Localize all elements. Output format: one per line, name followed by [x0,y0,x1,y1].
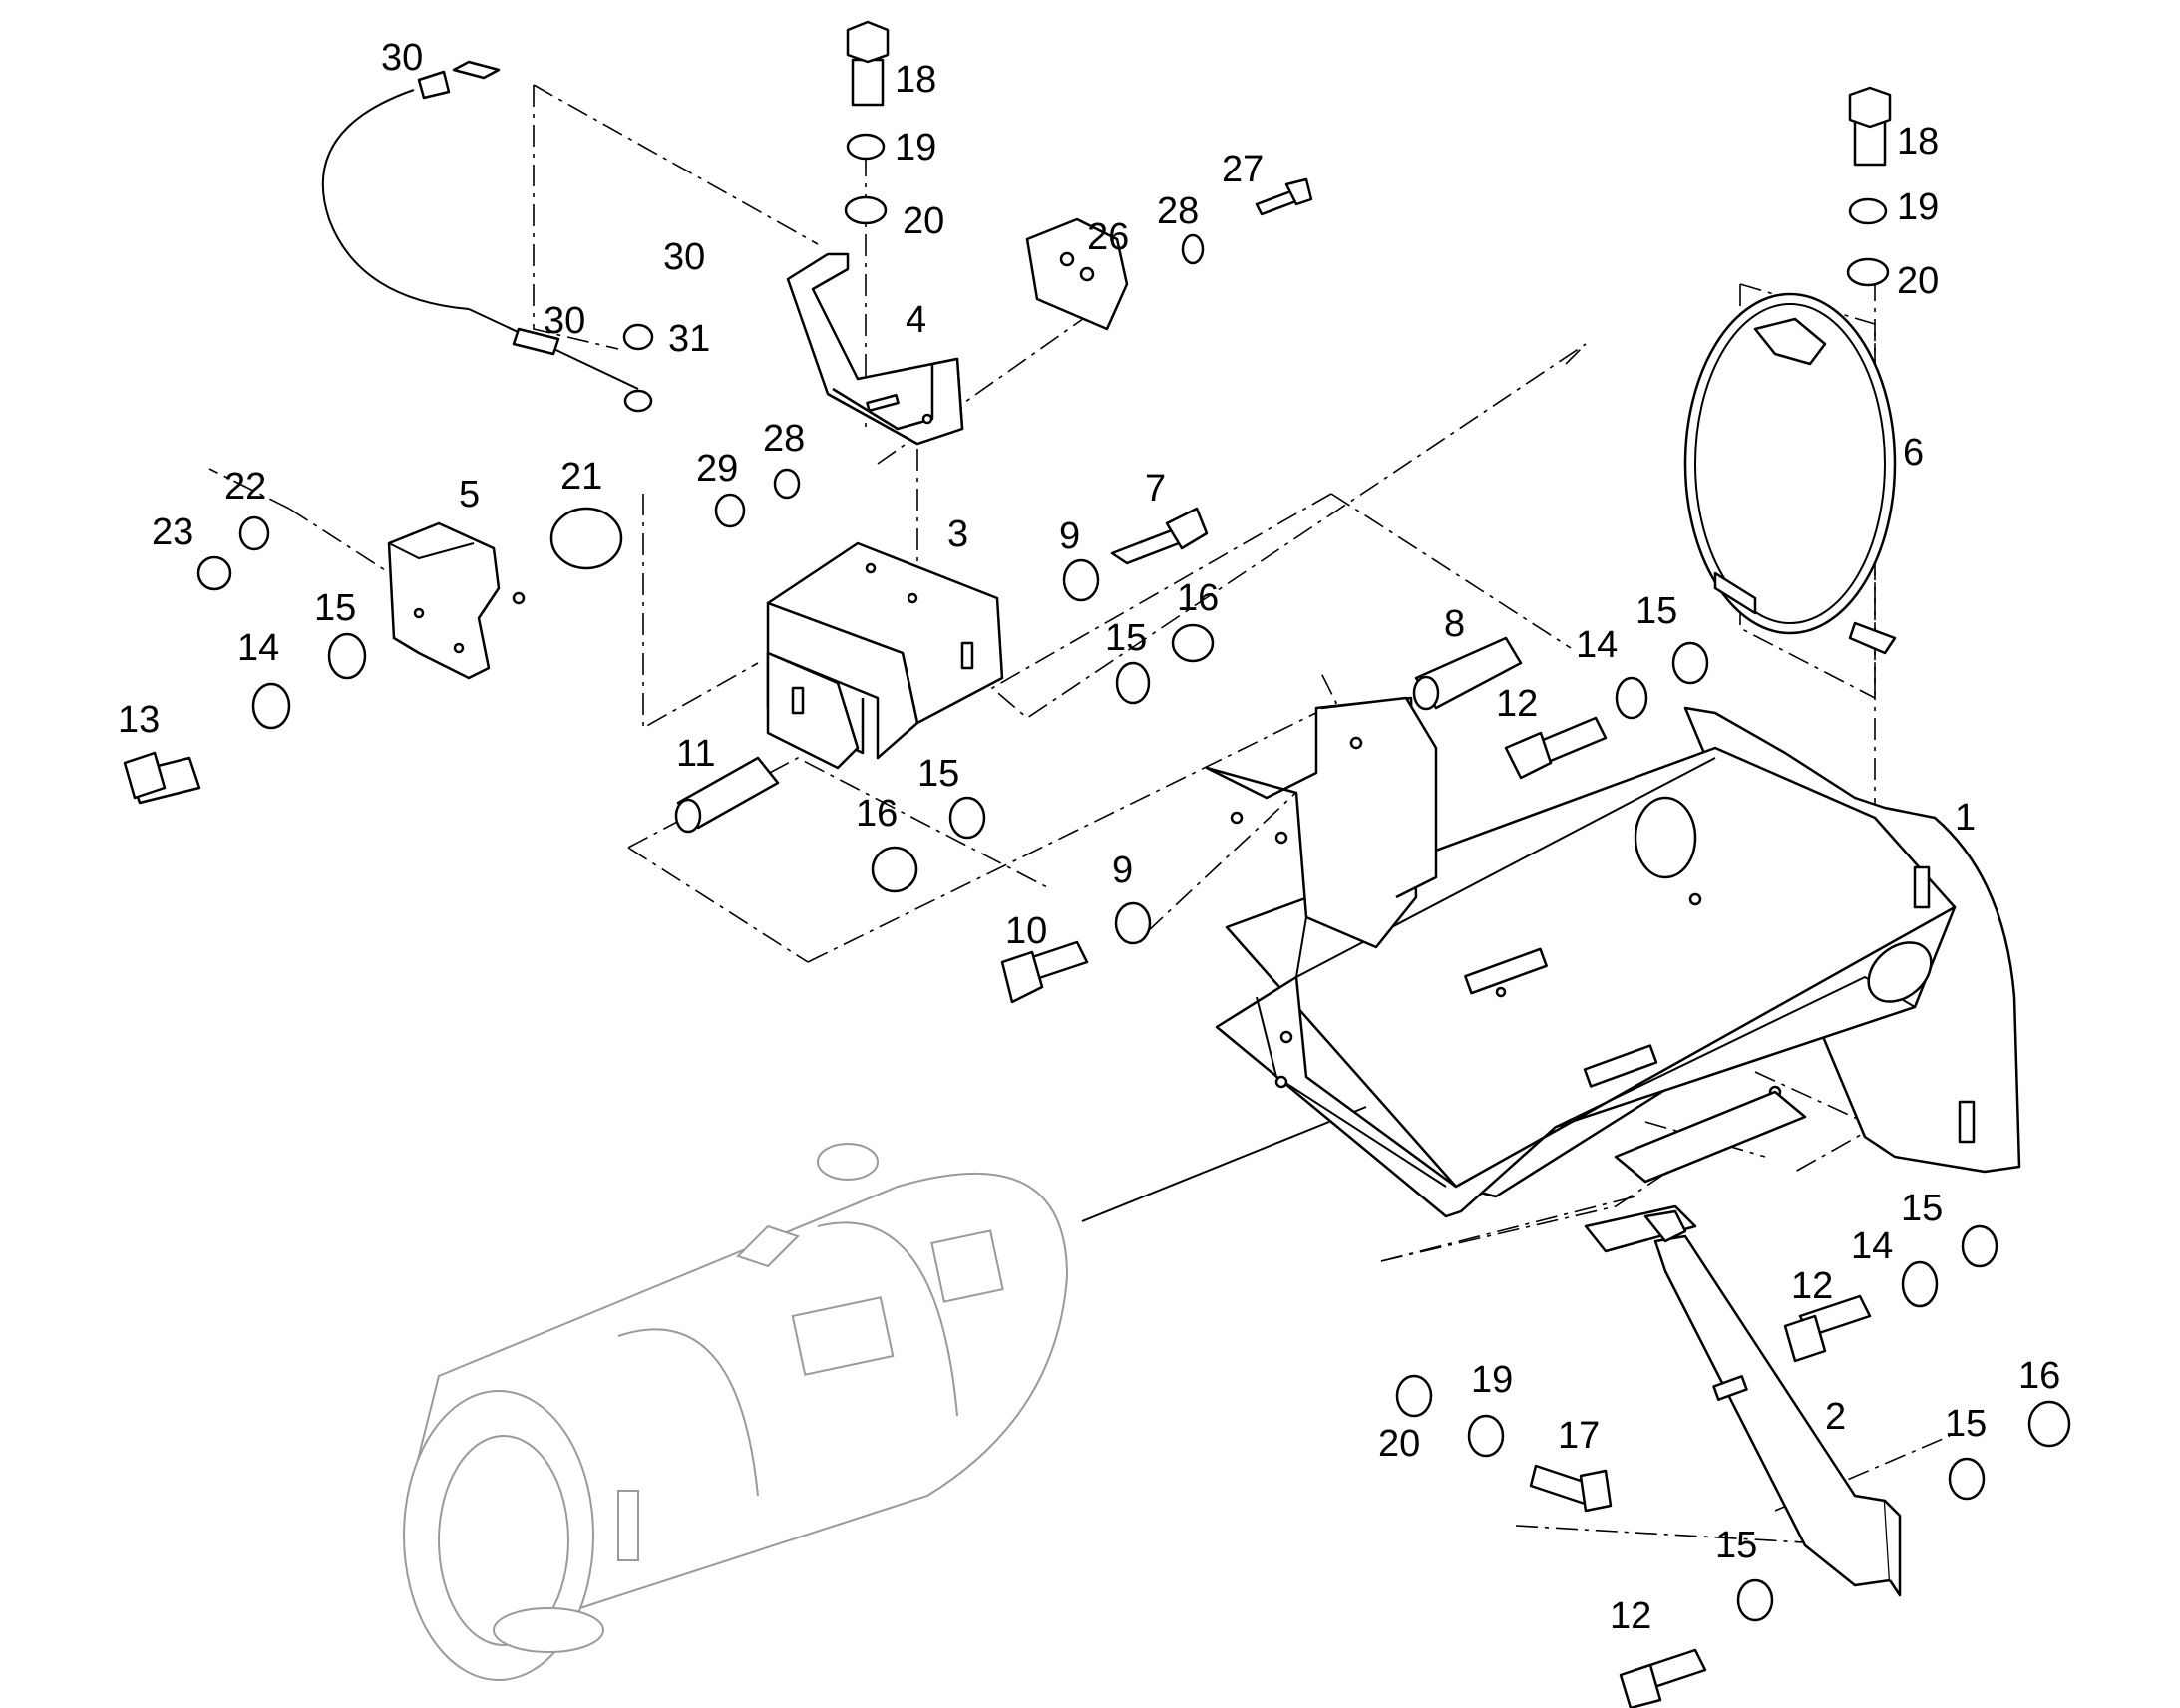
callout-19c: 19 [1471,1359,1513,1401]
callout-30c: 30 [544,300,585,342]
callout-13: 13 [118,699,160,741]
callout-15g: 15 [1715,1525,1757,1566]
callout-11: 11 [676,733,715,775]
callout-16c: 16 [2018,1355,2060,1397]
callout-9a: 9 [1059,515,1080,557]
callout-8: 8 [1444,603,1465,645]
callout-19a: 19 [895,127,936,169]
callout-19b: 19 [1897,186,1939,228]
callout-26: 26 [1087,216,1129,258]
part-6-band-clamp [1683,292,1897,655]
callout-6: 6 [1903,432,1924,474]
callout-12b: 12 [1791,1265,1833,1307]
callout-14c: 14 [1851,1225,1893,1267]
callout-20c: 20 [1378,1423,1420,1465]
callout-28a: 28 [1157,190,1199,232]
part-1-main-bracket [1205,696,2021,1218]
callout-2: 2 [1825,1396,1846,1438]
callout-30a: 30 [381,37,423,79]
callout-16b: 16 [856,793,898,835]
callout-12c: 12 [1610,1595,1651,1637]
misc-parts [321,60,1523,834]
callout-22: 22 [224,466,266,508]
callout-labels: 1 2 3 4 5 6 7 8 9 9 10 11 12 12 12 13 14… [118,37,2060,1637]
callout-23: 23 [152,512,193,553]
callout-27: 27 [1222,149,1264,190]
callout-20b: 20 [1897,260,1939,302]
callout-20a: 20 [903,200,944,242]
callout-15c: 15 [917,753,959,795]
callout-17: 17 [1558,1415,1600,1457]
part-2-support-strut [1584,1204,1902,1597]
callout-3: 3 [947,513,968,555]
callout-28b: 28 [763,418,805,460]
air-cleaner-ghost [403,1106,1367,1681]
callout-5: 5 [459,474,480,515]
part-4-bracket [786,252,964,446]
callout-15a: 15 [314,587,356,629]
bolts [123,20,1892,1708]
callout-15f: 15 [1945,1403,1987,1445]
callout-7: 7 [1145,468,1166,510]
callout-31: 31 [668,318,710,360]
callout-12a: 12 [1496,683,1538,725]
callout-14a: 14 [237,627,279,669]
callout-21: 21 [560,456,602,498]
callout-9b: 9 [1112,850,1133,891]
part-5-bracket [387,521,526,680]
callout-10: 10 [1005,910,1047,952]
callout-18b: 18 [1897,121,1939,163]
part-3-bracket [766,541,1004,770]
callout-15b: 15 [1105,617,1147,659]
callout-1: 1 [1955,797,1976,839]
callout-15e: 15 [1901,1188,1943,1229]
callout-14b: 14 [1576,624,1618,666]
callout-15d: 15 [1635,590,1677,632]
callout-29: 29 [696,448,738,490]
callout-4: 4 [906,299,926,341]
callout-18a: 18 [895,59,936,101]
callout-30b: 30 [663,236,705,278]
callout-16a: 16 [1177,577,1219,619]
washers-nuts [196,133,2071,1622]
